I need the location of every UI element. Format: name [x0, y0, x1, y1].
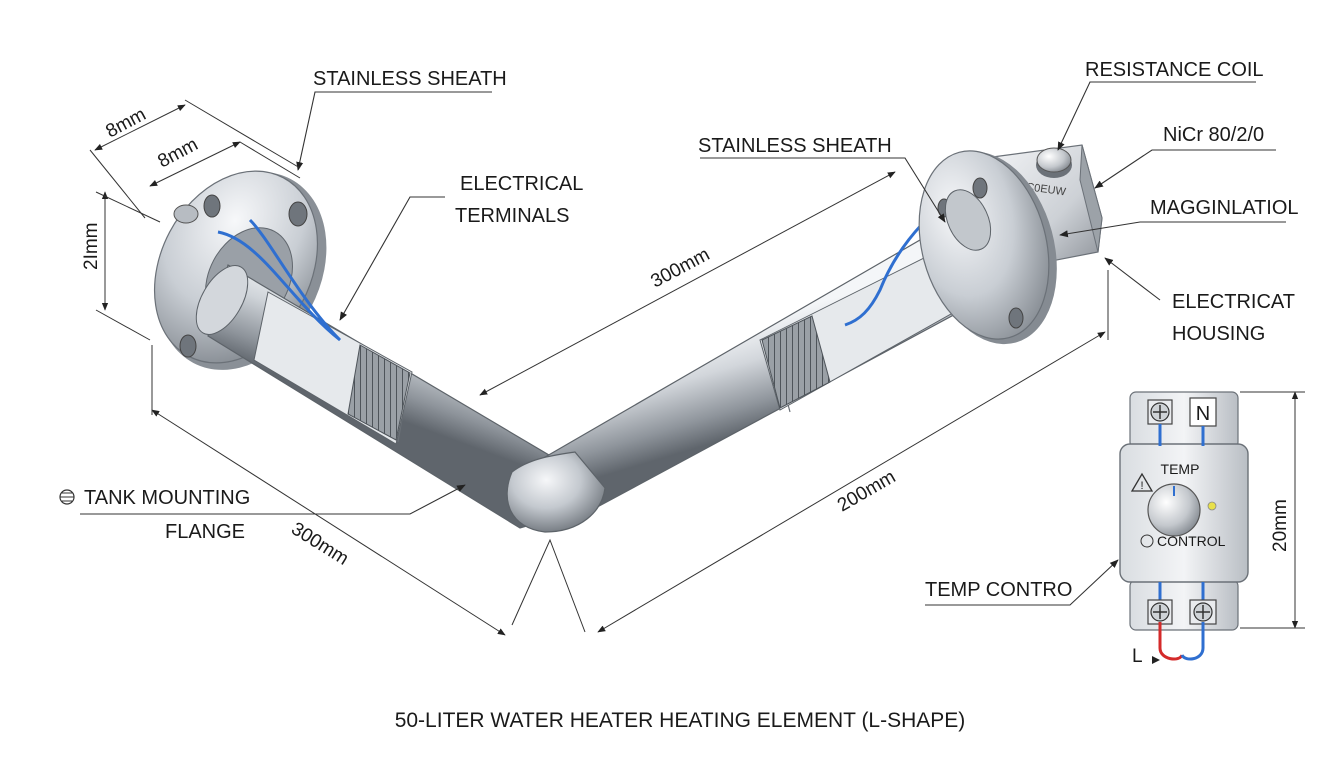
label-electrical-housing-line2: HOUSING	[1172, 323, 1265, 345]
dim-left-arm: 300mm	[287, 518, 352, 569]
dimension-lines	[89, 99, 1305, 636]
label-tank-mounting-line2: FLANGE	[165, 521, 245, 543]
thermostat-control-label: CONTROL	[1157, 533, 1226, 549]
label-nicr: NiCr 80/2/0	[1163, 124, 1264, 146]
thermostat-temp-label: TEMP	[1161, 461, 1200, 477]
label-electrical-terminals-line1: ELECTRICAL	[460, 173, 583, 195]
label-electrical-terminals-line2: TERMINALS	[455, 205, 569, 227]
indicator-light	[1207, 501, 1217, 511]
temperature-knob[interactable]	[1147, 483, 1201, 537]
dim-lower-span: 200mm	[834, 466, 899, 516]
label-tank-mounting-line1: TANK MOUNTING	[84, 487, 250, 509]
label-temp-control: TEMP CONTRO	[925, 579, 1072, 601]
dim-flange-inner: 8mm	[154, 134, 201, 172]
label-magginlatiol: MAGGINLATIOL	[1150, 197, 1299, 219]
left-blue-wire	[217, 218, 342, 342]
power-icon	[1140, 534, 1154, 548]
diagram-caption: 50-LITER WATER HEATER HEATING ELEMENT (L…	[395, 709, 966, 732]
warning-icon	[1130, 472, 1154, 492]
live-terminal-label: L	[1132, 646, 1143, 667]
live-red-wire	[1158, 622, 1184, 661]
label-electrical-housing-line1: ELECTRICAT	[1172, 291, 1295, 313]
dim-thermostat-height: 20mm	[1270, 499, 1291, 552]
dim-flange-outer: 8mm	[102, 104, 149, 142]
label-resistance-coil: RESISTANCE COIL	[1085, 59, 1264, 81]
warning-mark: !	[1140, 480, 1143, 492]
dim-flange-height: 2Imm	[81, 223, 102, 271]
callout-labels: STAINLESS SHEATH ELECTRICAL TERMINALS ST…	[59, 59, 1299, 601]
right-flange	[918, 150, 1057, 345]
left-coil-window	[253, 291, 413, 445]
thermostat-unit: N ! TEMP CONTROL L	[1119, 391, 1249, 667]
dim-right-arm: 300mm	[647, 244, 713, 292]
neutral-terminal-label: N	[1196, 403, 1210, 425]
neutral-blue-wire	[1180, 622, 1205, 661]
label-stainless-sheath-left: STAINLESS SHEATH	[313, 68, 507, 90]
label-stainless-sheath-right: STAINLESS SHEATH	[698, 135, 892, 157]
